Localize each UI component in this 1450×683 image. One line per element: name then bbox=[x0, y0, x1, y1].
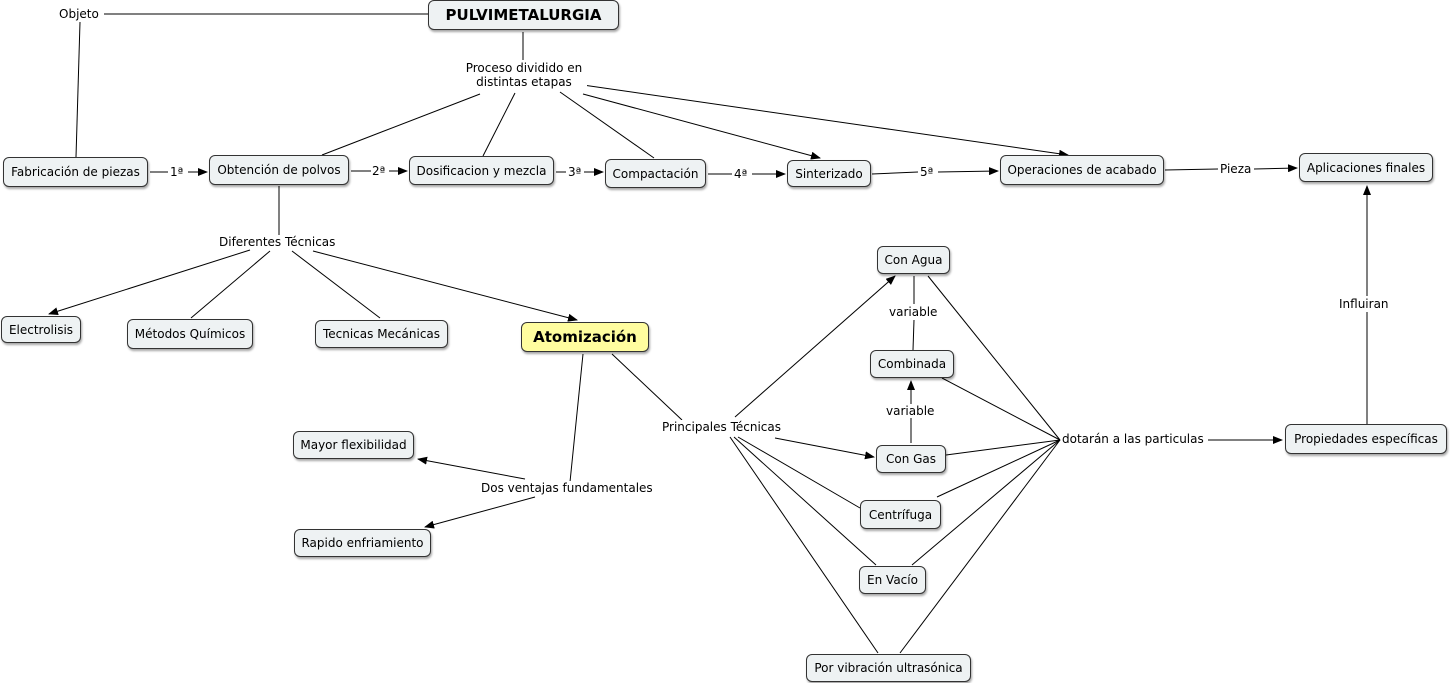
link-variable-1: variable bbox=[888, 305, 939, 319]
concept-aplicaciones-finales[interactable]: Aplicaciones finales bbox=[1299, 153, 1433, 182]
link-paso-5: 5ª bbox=[919, 165, 935, 179]
concept-tecnicas-mecanicas[interactable]: Tecnicas Mecánicas bbox=[315, 320, 448, 348]
concept-metodos-quimicos[interactable]: Métodos Químicos bbox=[127, 319, 253, 349]
link-principales-tecnicas: Principales Técnicas bbox=[661, 420, 782, 434]
concept-sinterizado[interactable]: Sinterizado bbox=[787, 160, 871, 187]
concept-electrolisis[interactable]: Electrolisis bbox=[1, 316, 81, 343]
concept-centrifuga[interactable]: Centrífuga bbox=[860, 500, 941, 529]
concept-dosificacion-y-mezcla[interactable]: Dosificacion y mezcla bbox=[409, 156, 554, 185]
concept-atomizacion[interactable]: Atomización bbox=[521, 322, 649, 352]
link-proceso: Proceso dividido en distintas etapas bbox=[461, 61, 587, 89]
concept-combinada[interactable]: Combinada bbox=[870, 350, 954, 378]
concept-mayor-flexibilidad[interactable]: Mayor flexibilidad bbox=[293, 431, 414, 459]
concept-compactacion[interactable]: Compactación bbox=[605, 159, 706, 188]
concept-operaciones-de-acabado[interactable]: Operaciones de acabado bbox=[1000, 155, 1164, 185]
concept-propiedades-especificas[interactable]: Propiedades específicas bbox=[1285, 424, 1447, 454]
link-paso-1: 1ª bbox=[169, 165, 185, 179]
link-variable-2: variable bbox=[885, 404, 936, 418]
link-dotaran: dotarán a las particulas bbox=[1061, 432, 1205, 446]
concept-en-vacio[interactable]: En Vacío bbox=[859, 566, 926, 594]
link-objeto: Objeto bbox=[58, 7, 100, 21]
concept-obtencion-de-polvos[interactable]: Obtención de polvos bbox=[209, 155, 349, 185]
concept-pulvimetalurgia[interactable]: PULVIMETALURGIA bbox=[428, 0, 619, 30]
link-paso-2: 2ª bbox=[371, 164, 387, 178]
concept-rapido-enfriamiento[interactable]: Rapido enfriamiento bbox=[294, 529, 431, 557]
link-diferentes-tecnicas: Diferentes Técnicas bbox=[218, 235, 337, 249]
concept-fabricacion-de-piezas[interactable]: Fabricación de piezas bbox=[3, 157, 148, 187]
link-pieza: Pieza bbox=[1219, 162, 1253, 176]
link-influiran: Influiran bbox=[1338, 297, 1390, 311]
concept-con-agua[interactable]: Con Agua bbox=[877, 246, 950, 274]
link-dos-ventajas: Dos ventajas fundamentales bbox=[480, 481, 654, 495]
link-paso-3: 3ª bbox=[567, 165, 583, 179]
concept-con-gas[interactable]: Con Gas bbox=[876, 445, 946, 473]
link-paso-4: 4ª bbox=[733, 167, 749, 181]
concept-por-vibracion-ultrasonica[interactable]: Por vibración ultrasónica bbox=[806, 654, 971, 682]
